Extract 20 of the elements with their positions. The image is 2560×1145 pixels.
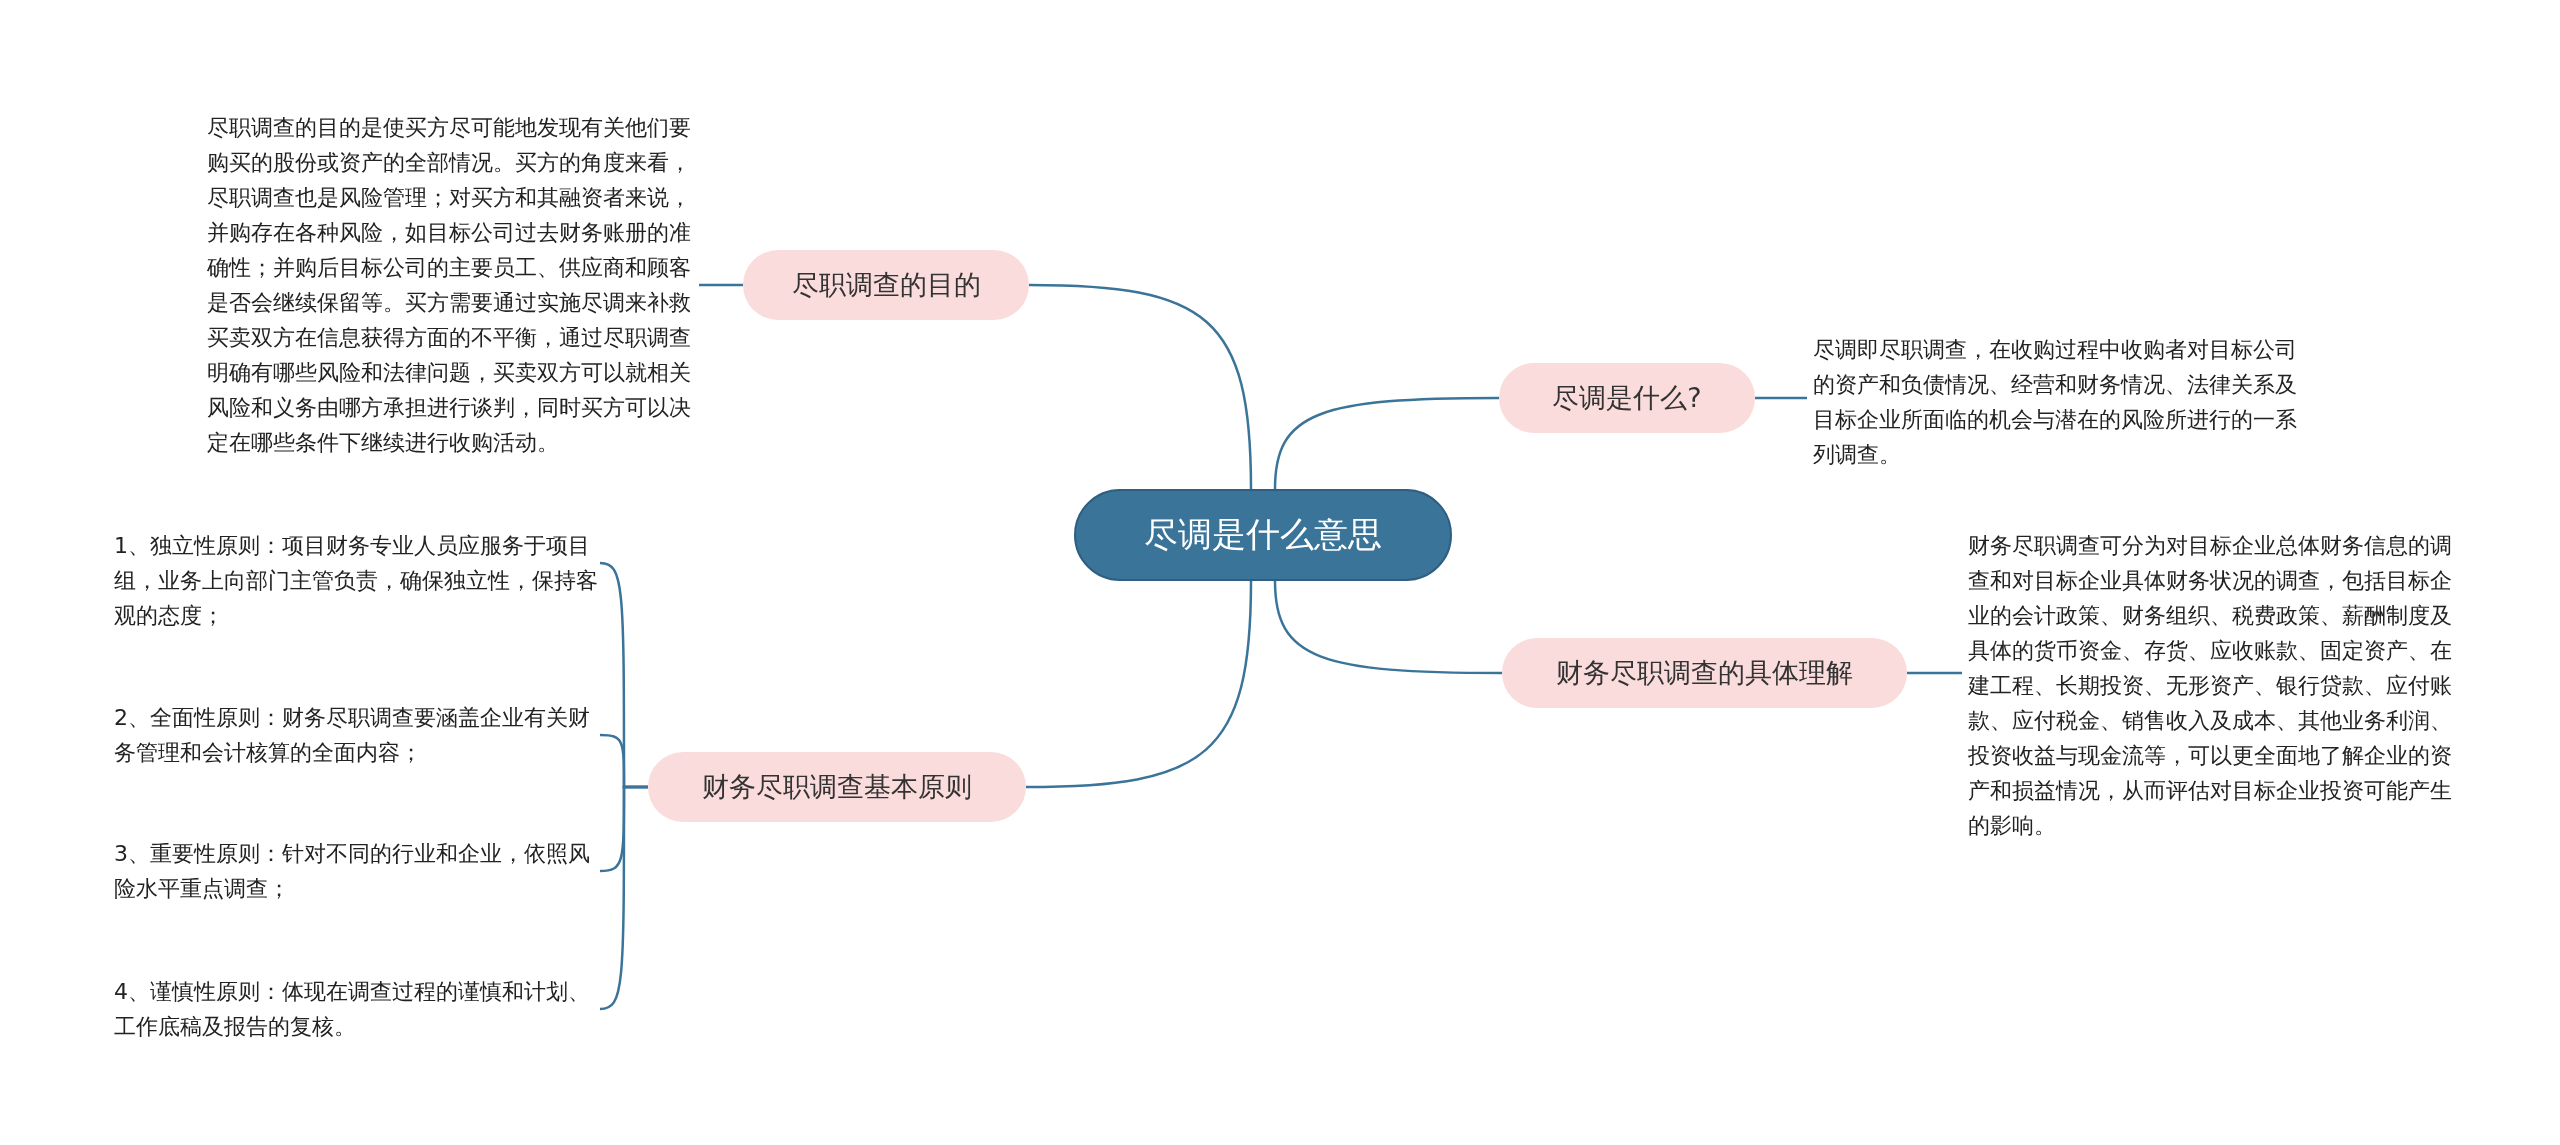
note-text: 4、谨慎性原则：体现在调查过程的谨慎和计划、工作底稿及报告的复核。	[114, 978, 591, 1041]
connector-line	[599, 785, 648, 1011]
topic-bubble: 尽职调查的目的	[743, 250, 1029, 320]
note-text: 尽职调查的目的是使买方尽可能地发现有关他们要购买的股份或资产的全部情况。买方的角度来看，尽职调查也是风险管理；对买方和其融资者来说，并购存在各种风险，如目标公司过去财务账册的准确性；并购后目标公司的主要员工、供应商和顾客是否会继续保留等。买方需要通过实施尽调来补救买卖双方在信息获得方面的不平衡，通过尽职调查明确有哪些风险和法律问题，买卖双方可以就相关风险和义务由哪方承担进行谈判，同时买方可以决定在哪些条件下继续进行收购活动。	[207, 114, 692, 457]
connector-line	[1273, 396, 1499, 490]
connector-line	[1273, 580, 1502, 675]
connector-line	[1026, 580, 1253, 789]
note-text: 尽调即尽职调查，在收购过程中收购者对目标公司的资产和负债情况、经营和财务情况、法律关系及目标企业所面临的机会与潜在的风险所进行的一系列调查。	[1813, 336, 2298, 469]
connector-line	[1907, 671, 1962, 675]
note-text: 3、重要性原则：针对不同的行业和企业，依照风险水平重点调查；	[114, 840, 591, 903]
note-text: 2、全面性原则：财务尽职调查要涵盖企业有关财务管理和会计核算的全面内容；	[114, 704, 591, 767]
topic-bubble: 财务尽职调查基本原则	[648, 752, 1026, 822]
topic-bubble: 尽调是什么?	[1499, 363, 1755, 433]
connector-line	[1755, 396, 1807, 400]
topic-bubble: 财务尽职调查的具体理解	[1502, 638, 1907, 708]
connector-line	[699, 283, 743, 287]
connector-line	[1029, 283, 1253, 490]
central-topic: 尽调是什么意思	[1074, 489, 1452, 581]
note-text: 1、独立性原则：项目财务专业人员应服务于项目组，业务上向部门主管负责，确保独立性，保持客观的态度；	[114, 532, 599, 630]
note-text: 财务尽职调查可分为对目标企业总体财务信息的调查和对目标企业具体财务状况的调查，包括目标企业的会计政策、财务组织、税费政策、薪酬制度及具体的货币资金、存货、应收账款、固定资产、在建工程、长期投资、无形资产、银行贷款、应付账款、应付税金、销售收入及成本、其他业务利润、投资收益与现金流等，可以更全面地了解企业的资产和损益情况，从而评估对目标企业投资可能产生的影响。	[1968, 532, 2453, 840]
